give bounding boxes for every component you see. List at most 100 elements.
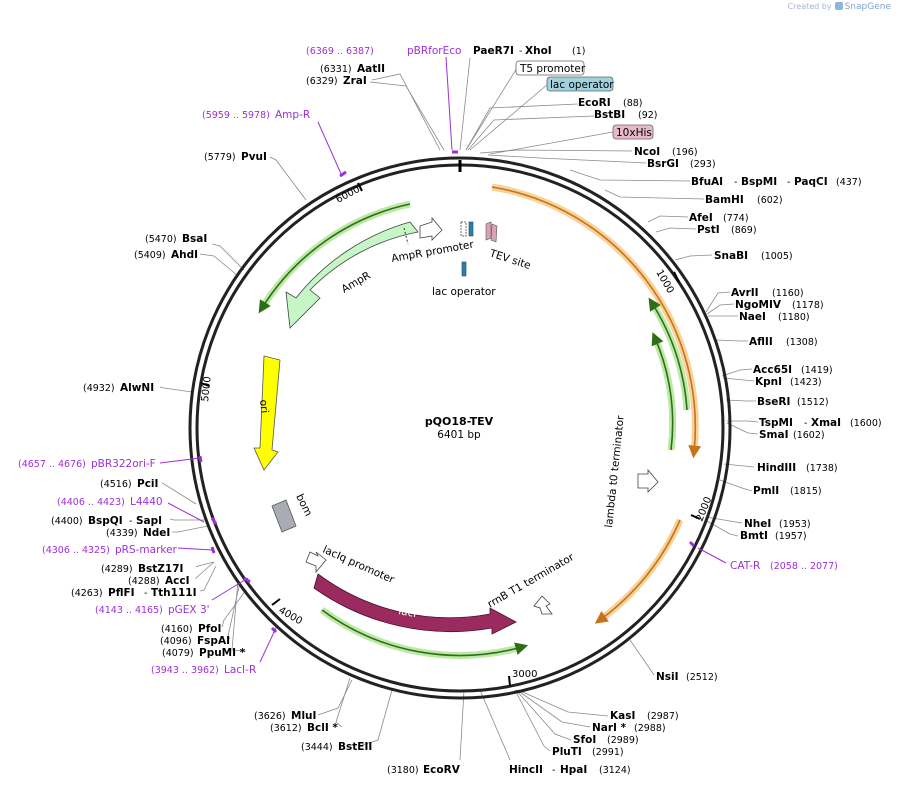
enzyme-aatii-pos: (6331)	[320, 64, 352, 75]
enzyme-pcii: PciI	[137, 478, 158, 490]
enzyme-bspqi: BspQI	[88, 515, 123, 527]
enzyme-acc65i-pos: (1419)	[801, 365, 833, 376]
enzyme-kasi-pos: (2987)	[647, 711, 679, 722]
dash-2: -	[734, 177, 737, 188]
enzyme-kasi: KasI	[610, 710, 635, 722]
ampr-label: AmpR	[340, 270, 373, 296]
laci-label: lacI	[397, 605, 417, 620]
enzyme-alwni-pos: (4932)	[83, 383, 115, 394]
orf-arcs	[258, 183, 702, 659]
t5-promoter-box	[515, 60, 585, 76]
enzyme-pflfi-pos: (4263)	[71, 588, 103, 599]
enzyme-paer7i: PaeR7I	[473, 45, 514, 57]
enzyme-bsai: BsaI	[182, 233, 207, 245]
enzyme-bstbi: BstBI	[594, 109, 625, 121]
enzyme-fspai-pos: (4096)	[160, 636, 192, 647]
bom-label: bom	[293, 492, 314, 518]
primer-lacir-range: (3943 .. 3962)	[151, 665, 219, 676]
ring-ticks	[200, 182, 701, 687]
primer-catr: CAT-R	[730, 560, 760, 572]
enzyme-bsai-pos: (5470)	[145, 234, 177, 245]
enzyme-mlui-pos: (3626)	[254, 711, 286, 722]
plasmid-name: pQO18-TEV	[425, 415, 494, 428]
primer-marks	[159, 56, 727, 663]
enzyme-ecori: EcoRI	[578, 97, 611, 109]
enzyme-hindiii-pos: (1738)	[806, 463, 838, 474]
lambda-feature: lambda t0 terminator	[603, 414, 659, 528]
enzyme-hpai-pos: (3124)	[599, 765, 631, 776]
enzyme-ndei-pos: (4339)	[106, 528, 138, 539]
primer-l4440-range: (4406 .. 4423)	[57, 497, 125, 508]
enzyme-aflii: AflII	[749, 336, 773, 348]
enzyme-naei: NaeI	[739, 311, 766, 323]
lambda-label: lambda t0 terminator	[603, 414, 627, 528]
enzyme-snabi-pos: (1005)	[761, 251, 793, 262]
enzyme-ppumi: PpuMI *	[199, 647, 246, 659]
primer-ampr: Amp-R	[275, 109, 310, 121]
enzyme-nari: NarI *	[592, 722, 627, 734]
enzyme-nsii-pos: (2512)	[686, 672, 718, 683]
lambda-arrow	[637, 468, 659, 493]
enzyme-sfoi-pos: (2989)	[607, 735, 639, 746]
enzyme-hpai: HpaI	[560, 764, 587, 776]
enzyme-naei-pos: (1180)	[778, 312, 810, 323]
bom-feature: bom	[271, 492, 314, 533]
enzyme-snabi: SnaBI	[714, 250, 748, 262]
primer-l4440: L4440	[130, 496, 163, 508]
enzyme-ppumi-pos: (4079)	[162, 648, 194, 659]
primer-pgex3-range: (4143 .. 4165)	[95, 605, 163, 616]
enzyme-fspai: FspAI	[197, 635, 230, 647]
tev-site-glyph	[490, 223, 498, 243]
primer-pbr322ori-range: (4657 .. 4676)	[18, 459, 86, 470]
enzyme-hindiii: HindIII	[757, 462, 796, 474]
dash-4: -	[804, 418, 807, 429]
orf-green-arc-3-line	[258, 203, 411, 314]
enzyme-ecorv: EcoRV	[423, 764, 461, 776]
primer-prsmarker-range: (4306 .. 4325)	[42, 545, 110, 556]
primer-catr-range: (2058 .. 2077)	[770, 561, 838, 572]
plasmid-length: 6401 bp	[437, 429, 481, 441]
ori-arrow	[253, 355, 281, 471]
enzyme-sapi: SapI	[136, 515, 162, 527]
enzyme-nhei: NheI	[744, 518, 771, 530]
enzyme-bsrgi: BsrGI	[647, 158, 679, 170]
tick-3000: 3000	[512, 669, 537, 680]
dash-3: -	[787, 177, 790, 188]
tick-4000: 4000	[277, 605, 305, 627]
dash-6: -	[144, 588, 147, 599]
enzyme-nari-pos: (2988)	[634, 723, 666, 734]
enzyme-bsteii: BstEII	[338, 741, 372, 753]
enzyme-acc65i: Acc65I	[753, 364, 792, 376]
enzyme-sfoi: SfoI	[573, 734, 596, 746]
rrnb-arrow	[533, 595, 553, 615]
enzyme-bspqi-pos: (4400)	[51, 516, 83, 527]
his-tag-box	[612, 124, 654, 140]
enzyme-bfuai: BfuAI	[691, 176, 723, 188]
enzyme-bamhi: BamHI	[705, 194, 744, 206]
ori-label: ori	[257, 399, 270, 414]
enzyme-aatii: AatII	[357, 63, 385, 75]
primer-pgex3: pGEX 3'	[168, 604, 210, 616]
enzyme-tth111i: Tth111I	[151, 587, 196, 599]
enzyme-avrii: AvrII	[731, 287, 759, 299]
enzyme-bspmi: BspMI	[741, 176, 777, 188]
lac-operator-box	[546, 76, 614, 92]
enzyme-psti-pos: (869)	[731, 225, 757, 236]
dash-1: -	[519, 46, 522, 57]
orf-green-arc-3	[259, 200, 411, 310]
enzyme-ngomiv-pos: (1178)	[792, 300, 824, 311]
enzyme-bsteii-pos: (3444)	[301, 742, 333, 753]
dash-7: -	[129, 516, 132, 527]
enzyme-kpni-pos: (1423)	[790, 377, 822, 388]
enzyme-pflfi: PflFI	[108, 587, 135, 599]
dash-5: -	[552, 765, 555, 776]
enzyme-tspmi: TspMI	[759, 417, 793, 429]
orf-green-arc-2-line	[651, 332, 674, 451]
orf-orange-arc-2-line	[594, 519, 681, 624]
enzyme-zrai-pos: (6329)	[306, 76, 338, 87]
enzyme-bseri-pos: (1512)	[797, 397, 829, 408]
enzyme-pmli-pos: (1815)	[790, 486, 822, 497]
enzyme-ndei: NdeI	[143, 527, 170, 539]
rrnb-label: rrnB T1 terminator	[486, 551, 577, 611]
